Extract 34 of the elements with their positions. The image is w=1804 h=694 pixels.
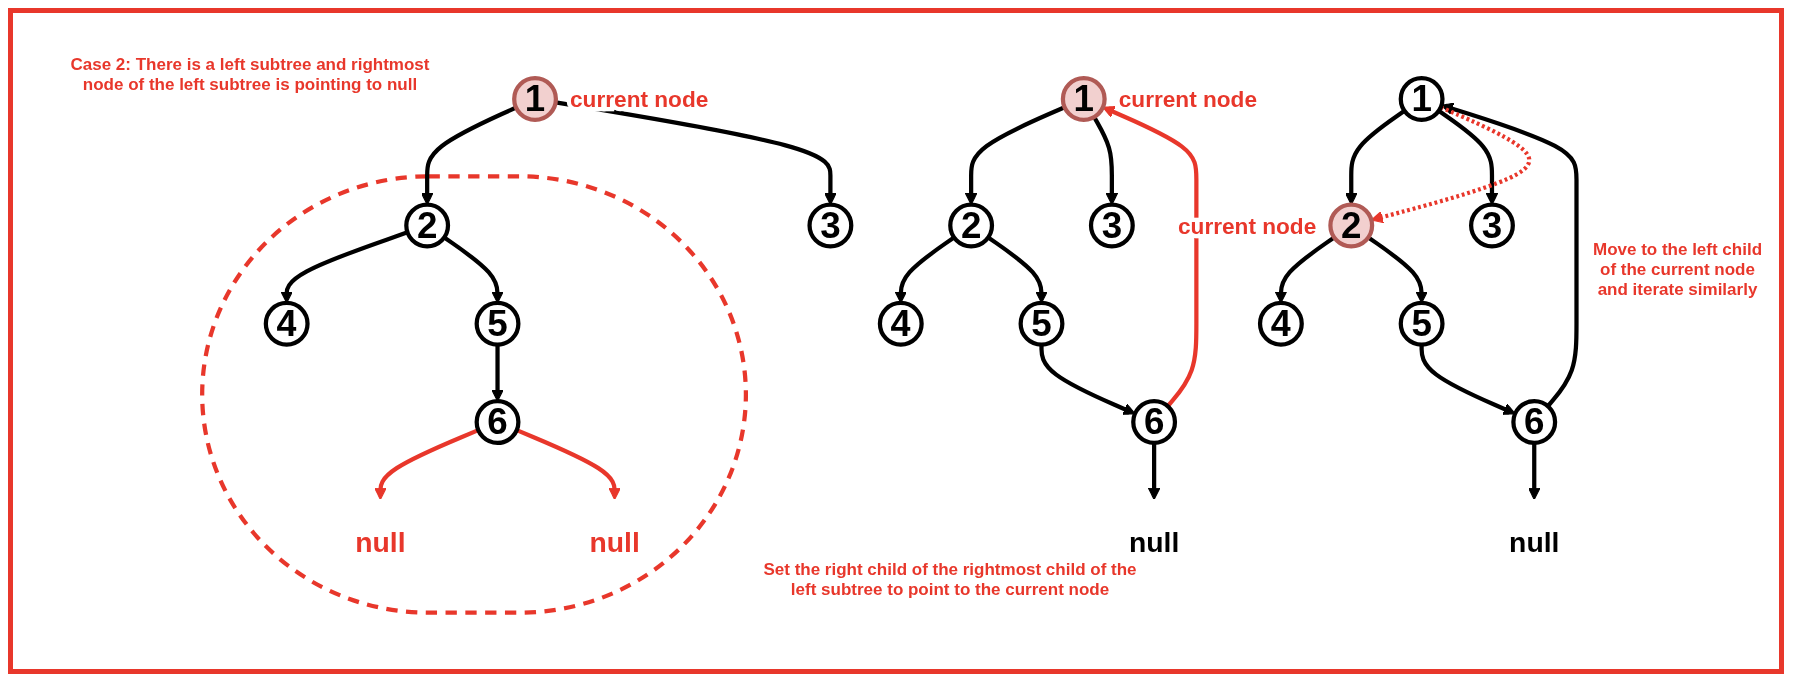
node-caption: current node xyxy=(570,87,709,113)
node-circle: 6 xyxy=(474,399,521,445)
arrow xyxy=(374,428,480,501)
node-circle: 6 xyxy=(1131,399,1178,445)
node-circle: 4 xyxy=(877,300,924,347)
caption-text: Set the right child of the rightmost child of the left subtree to point to the current node xyxy=(762,560,1138,600)
node-circle: 1 xyxy=(512,75,558,122)
caption-text: Case 2: There is a left subtree and rightmost node of the left subtree is pointing to null xyxy=(69,55,431,95)
node-text: null xyxy=(355,526,406,558)
node-circle: 5 xyxy=(1398,300,1445,347)
node-circle: 1 xyxy=(1060,75,1107,122)
node-circle: 6 xyxy=(1511,399,1558,445)
arrow xyxy=(894,235,956,304)
node-caption: current node xyxy=(1118,87,1258,113)
arrow xyxy=(1367,235,1428,304)
arrow xyxy=(443,235,504,304)
node-text: null xyxy=(1509,526,1560,558)
node-circle: 4 xyxy=(263,300,310,347)
arrow xyxy=(1274,235,1336,304)
node-circle: 3 xyxy=(1469,202,1515,249)
node-circle: 5 xyxy=(1018,300,1065,347)
arrow xyxy=(987,235,1048,304)
node-circle: 4 xyxy=(1257,300,1304,347)
node-circle: 2 xyxy=(948,202,995,249)
node-circle: 1 xyxy=(1398,75,1445,122)
node-text: null xyxy=(1128,526,1180,558)
caption-text: Move to the left child of the current node and iterate similarly xyxy=(1591,240,1764,300)
node-circle: 3 xyxy=(1088,202,1135,249)
node-circle: 2 xyxy=(404,202,451,249)
node-circle: 5 xyxy=(474,300,521,347)
node-text: null xyxy=(589,526,640,558)
node-circle: 2 xyxy=(1328,202,1375,249)
arrow xyxy=(1102,106,1199,408)
node-circle: 3 xyxy=(807,202,854,249)
